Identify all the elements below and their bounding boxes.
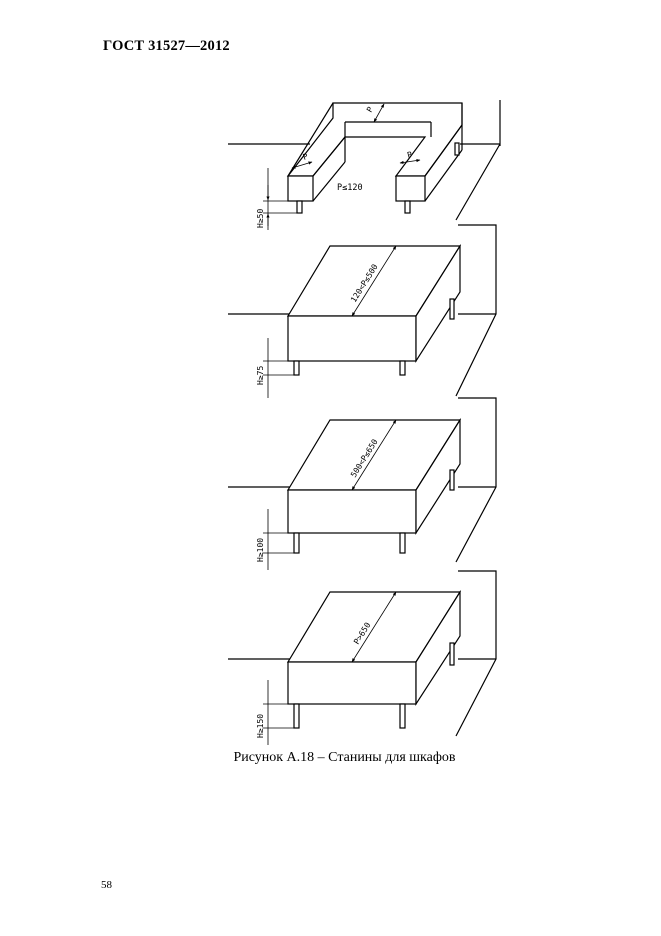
frame-3-box — [228, 397, 497, 570]
frame-2-box — [228, 224, 497, 398]
frame-1-u-shaped — [228, 100, 501, 230]
frame-1-label-condition: P≤120 — [337, 183, 363, 193]
figure-caption: Рисунок А.18 – Станины для шкафов — [233, 750, 456, 765]
frame-4-box — [228, 570, 497, 745]
frame-1-label-p-top: P — [365, 105, 375, 114]
frame-3-label-height: H≥100 — [256, 538, 265, 562]
frame-1-label-p-left: P — [302, 152, 310, 162]
page-number: 58 — [101, 879, 112, 891]
frame-2-label-height: H≥75 — [256, 366, 265, 385]
frame-4-label-height: H≥150 — [256, 714, 265, 738]
document-header: ГОСТ 31527—2012 — [103, 38, 230, 54]
frame-1-label-height: H≥50 — [256, 209, 265, 228]
frame-1-label-p-right: P — [406, 150, 413, 160]
